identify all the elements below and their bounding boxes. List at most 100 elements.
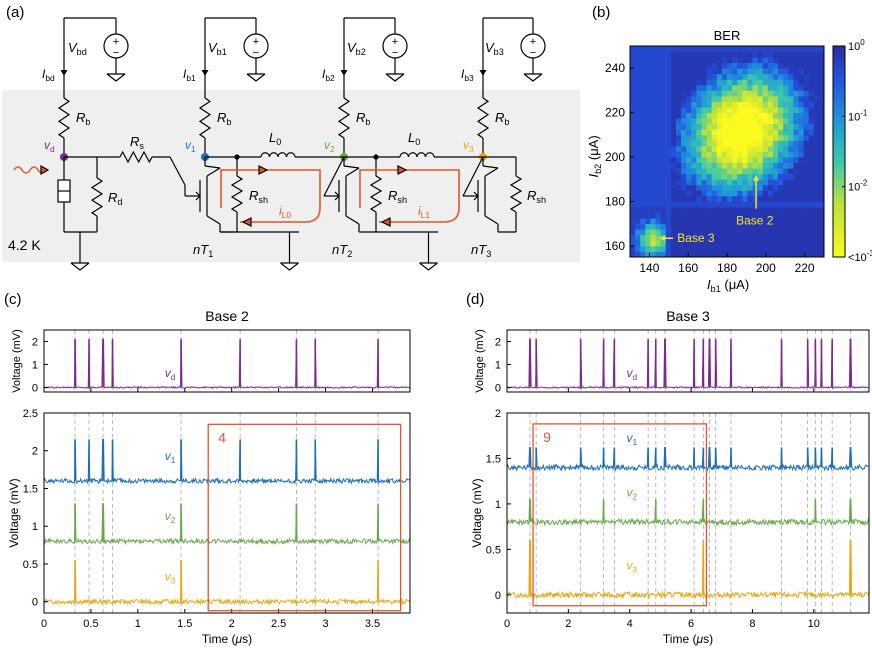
heatmap-cell [665, 190, 672, 197]
loop-current-label-1: iL1 [418, 204, 430, 220]
wire [482, 165, 499, 169]
heatmap-cell [696, 57, 702, 64]
heatmap-cell [818, 212, 825, 219]
heatmap-cell [691, 162, 697, 169]
heatmap-cell [772, 140, 779, 147]
heatmap-cell [660, 101, 667, 108]
heatmap-cell [721, 129, 728, 136]
heatmap-cell [767, 51, 774, 58]
heatmap-cell [681, 157, 687, 164]
heatmap-cell [798, 134, 804, 141]
heatmap-cell [691, 46, 697, 52]
heatmap-cell [783, 234, 789, 241]
heatmap-cell [701, 134, 707, 141]
heatmap-cell [655, 218, 662, 225]
heatmap-cell [660, 240, 667, 247]
plus-sign: + [530, 36, 536, 48]
heatmap-cell [711, 179, 718, 186]
heatmap-cell [737, 123, 743, 130]
heatmap-cell [670, 162, 677, 169]
heatmap-cell [681, 173, 687, 180]
heatmap-cell [686, 234, 692, 241]
heatmap-cell [716, 240, 723, 247]
heatmap-cell [655, 118, 662, 125]
heatmap-cell [798, 201, 804, 208]
heatmap-cell [711, 234, 718, 241]
bottom-axes-frame [506, 412, 870, 614]
heatmap-cell [721, 245, 728, 252]
series-label-d: vd [626, 366, 637, 382]
heatmap-cell [742, 140, 748, 147]
heatmap-cell [767, 101, 774, 108]
heatmap-cell [818, 62, 825, 69]
heatmap-cell [711, 218, 718, 225]
heatmap-cell [640, 234, 646, 241]
heatmap-cell [727, 223, 733, 230]
heatmap-cell [813, 90, 820, 97]
heatmap-cell [670, 173, 677, 180]
heatmap-cell [681, 118, 687, 125]
heatmap-cell [660, 68, 667, 75]
heatmap-cell [752, 95, 759, 102]
heatmap-cell [732, 107, 738, 114]
heatmap-cell [742, 68, 748, 75]
heatmap-cell [757, 195, 764, 202]
trace-xlabel: Time (μs) [663, 632, 713, 646]
heatmap-cell [808, 123, 815, 130]
heatmap-cell [778, 129, 784, 136]
heatmap-cell [752, 207, 759, 213]
heatmap-cell [793, 129, 799, 136]
heatmap-cell [696, 190, 702, 197]
heatmap-cell [778, 173, 784, 180]
heatmap-cell [711, 112, 718, 119]
heatmap-cell [788, 173, 794, 180]
heatmap-cell [757, 229, 764, 236]
heatmap-cell [727, 173, 733, 180]
heatmap-cell [793, 51, 799, 58]
heatmap-cell [686, 90, 692, 97]
heatmap-cell [630, 145, 636, 152]
loop-current-label-0: iL0 [279, 204, 291, 220]
heatmap-cell [737, 79, 743, 86]
heatmap-cell [742, 95, 748, 102]
heatmap-cell [635, 234, 641, 241]
x-tick-label: 0 [504, 618, 510, 630]
trace-line-2 [506, 498, 870, 527]
heatmap-cell [696, 112, 702, 119]
heatmap-cell [778, 118, 784, 125]
heatmap-cell [701, 107, 707, 114]
heatmap-cell [752, 107, 759, 114]
heatmap-cell [793, 240, 799, 247]
heatmap-cell [630, 229, 636, 236]
heatmap-cell [645, 84, 651, 91]
count-box [207, 423, 402, 612]
heatmap-cell [818, 179, 825, 186]
heatmap-cell [645, 251, 651, 258]
heatmap-cell [762, 212, 769, 219]
heatmap-cell [640, 140, 646, 147]
heatmap-cell [732, 145, 738, 152]
bias-resistor-0 [57, 97, 71, 139]
heatmap-cell [686, 162, 692, 169]
y-tick-label: 220 [605, 106, 625, 120]
heatmap-cell [798, 57, 804, 64]
heatmap-cell [737, 229, 743, 236]
heatmap-cell [640, 46, 646, 52]
heatmap-cell [772, 68, 779, 75]
heatmap-cell [660, 46, 667, 52]
heatmap-cell [808, 190, 815, 197]
heatmap-cell [696, 229, 702, 236]
heatmap-cell [767, 140, 774, 147]
heatmap-cell [655, 68, 662, 75]
heatmap-cell [737, 90, 743, 97]
heatmap-cell [706, 95, 713, 102]
heatmap-cell [747, 62, 753, 69]
heatmap-cell [793, 73, 799, 80]
heatmap-cell [747, 223, 753, 230]
heatmap-cell [803, 223, 810, 230]
heatmap-cell [778, 112, 784, 119]
heatmap-cell [650, 145, 656, 152]
series-label-3: v3 [626, 558, 637, 574]
heatmap-cell [711, 90, 718, 97]
heatmap-cell [691, 84, 697, 91]
